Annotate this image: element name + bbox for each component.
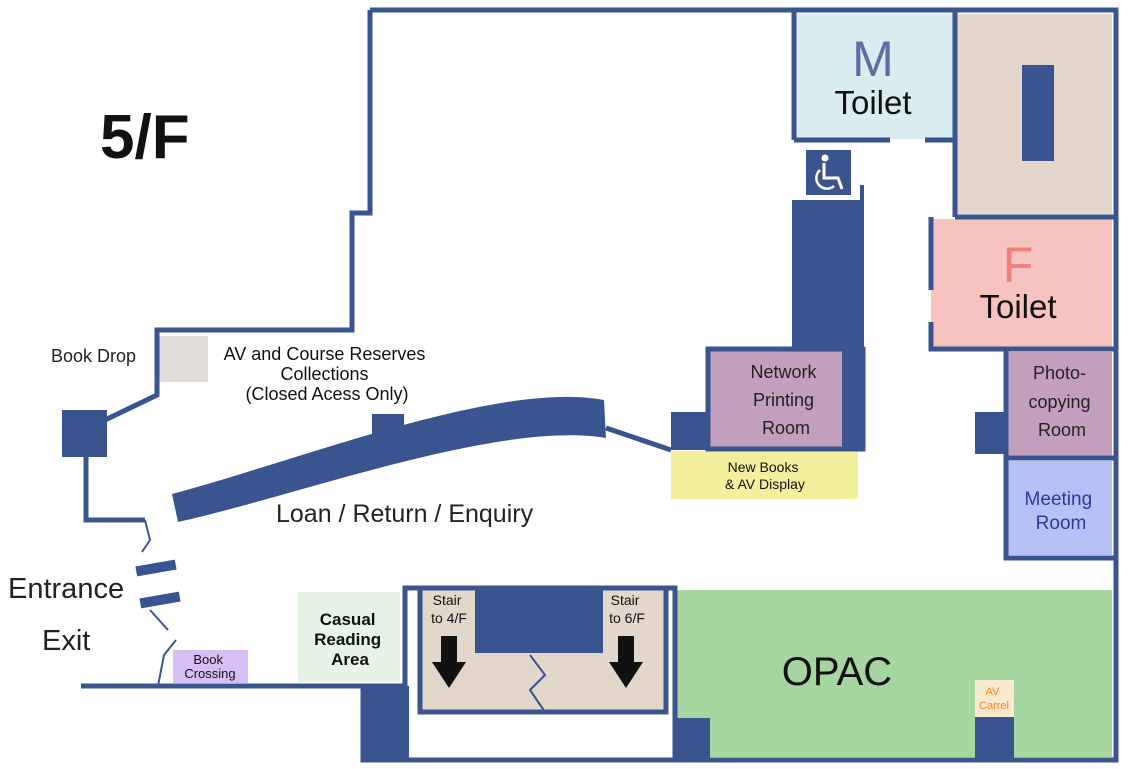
stair-to-6f-label: Stair to 6/F	[609, 592, 645, 626]
stair-to-4f-label: Stair to 4/F	[431, 592, 467, 626]
opac-area-fill	[676, 590, 1112, 757]
av-collections-label: AV and Course Reserves Collections (Clos…	[224, 344, 431, 404]
photocopying-room-fill	[1008, 352, 1112, 456]
toilet-f-fill	[931, 219, 1112, 347]
stair-up-arrow-icon	[609, 636, 643, 688]
av-collections-fill	[158, 336, 208, 382]
book-crossing-fill	[173, 650, 248, 683]
network-printing-room-label: Network Printing Room	[750, 362, 821, 438]
toilet-m-letter: M	[852, 31, 894, 87]
network-printing-room-fill	[710, 351, 861, 448]
meeting-room-fill	[1008, 461, 1112, 555]
book-crossing-label: Book Crossing	[184, 652, 235, 681]
loan-return-enquiry-label: Loan / Return / Enquiry	[276, 500, 534, 528]
av-carrel-fill	[975, 680, 1014, 717]
meeting-room-label: Meeting Room	[1025, 489, 1098, 534]
toilet-f-label: Toilet	[979, 288, 1056, 325]
opac-label: OPAC	[782, 650, 892, 694]
entrance-label: Entrance	[8, 573, 124, 605]
photocopying-room-label: Photo- copying Room	[1028, 363, 1095, 440]
exit-label: Exit	[42, 625, 90, 657]
casual-reading-area-fill	[298, 592, 400, 682]
new-books-display-label: New Books & AV Display	[725, 459, 805, 492]
floor-title: 5/F	[100, 103, 190, 172]
book-drop-label: Book Drop	[51, 346, 136, 366]
toilet-m-label: Toilet	[834, 84, 911, 121]
wheelchair-icon	[800, 145, 860, 200]
door-marks	[141, 519, 547, 713]
av-carrel-label: AV Carrel	[979, 686, 1009, 712]
toilet-f-letter: F	[1003, 237, 1034, 293]
solid-walls	[62, 65, 1054, 760]
casual-reading-area-label: Casual Reading Area	[314, 610, 386, 669]
stair-down-arrow-icon	[432, 636, 466, 688]
new-books-display-fill	[671, 451, 858, 499]
toilet-m-fill	[795, 14, 953, 139]
